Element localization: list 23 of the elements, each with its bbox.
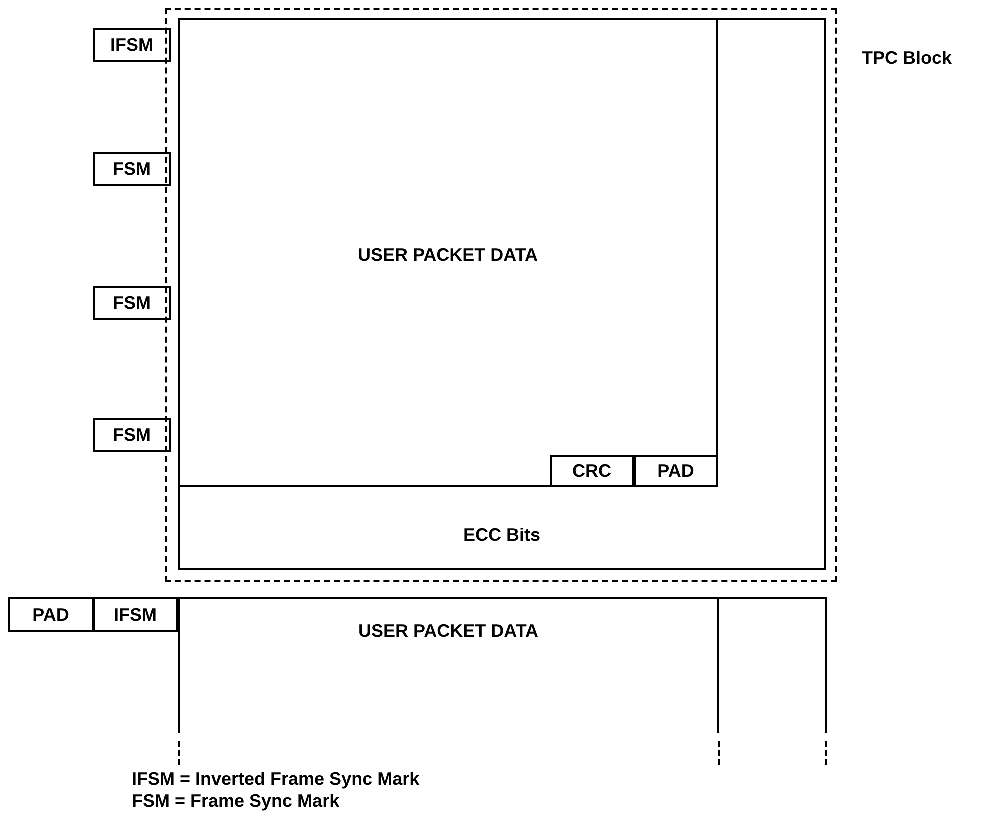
- field-label: CRC: [572, 461, 612, 481]
- field-box: [550, 455, 634, 487]
- field-label: FSM: [112, 159, 152, 179]
- field-label: USER PACKET DATA: [357, 245, 539, 265]
- field-box: [93, 286, 171, 320]
- field-label: FSM: [112, 425, 152, 445]
- field-label: USER PACKET DATA: [358, 621, 540, 641]
- field-box: [93, 418, 171, 452]
- frame-column: [718, 597, 827, 733]
- field-label: PAD: [656, 461, 696, 481]
- field-box: [93, 597, 178, 632]
- field-label: FSM: [112, 293, 152, 313]
- field-label: ECC Bits: [462, 525, 542, 545]
- data-area-box: [178, 18, 718, 487]
- data-area-box: [178, 597, 719, 733]
- field-label: IFSM: [113, 604, 158, 624]
- field-box: [93, 28, 171, 62]
- block-title: TPC Block: [862, 48, 952, 68]
- field-box: [8, 597, 94, 632]
- field-box: [93, 152, 171, 186]
- field-label: PAD: [32, 604, 70, 624]
- field-label: IFSM: [110, 35, 154, 55]
- field-box: [634, 455, 718, 487]
